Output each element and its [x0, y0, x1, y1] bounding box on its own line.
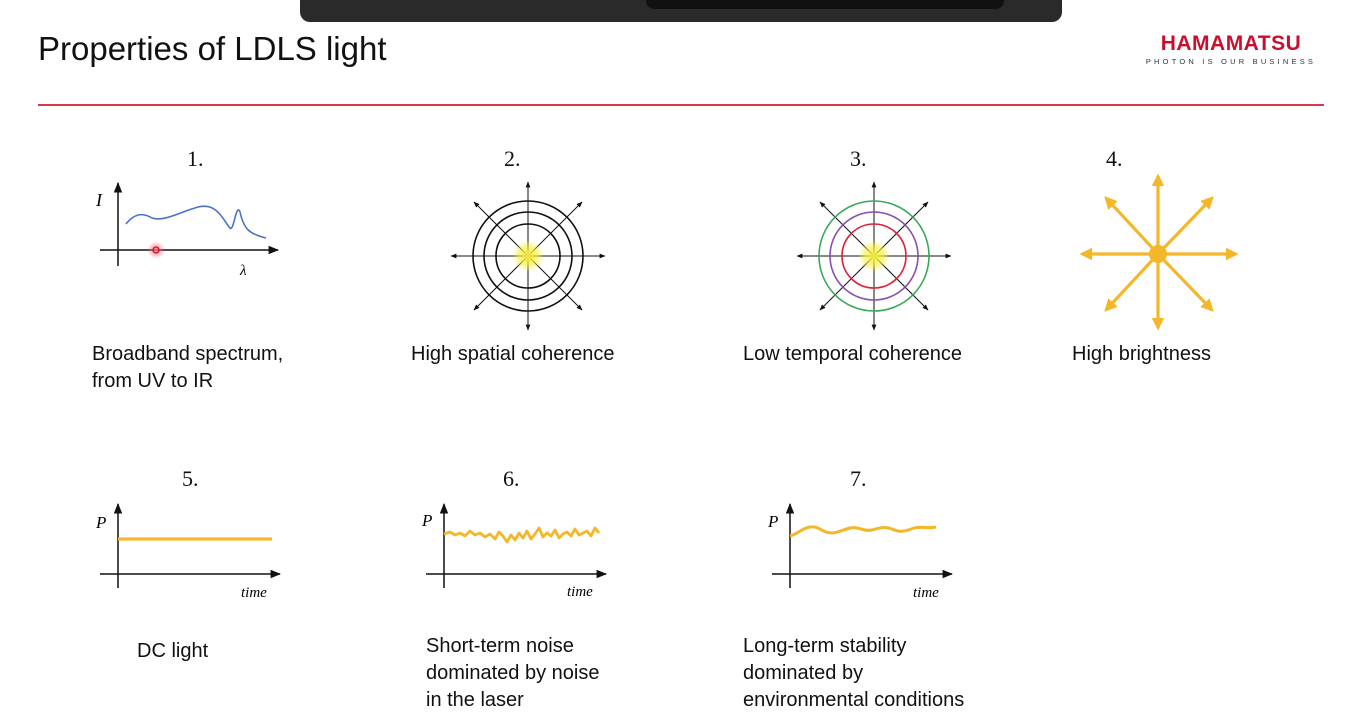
svg-text:P: P — [421, 511, 432, 530]
title-divider — [38, 104, 1324, 106]
property-number-3: 3. — [850, 146, 867, 171]
property-number-7: 7. — [850, 466, 867, 491]
short-term-noise-plot: P time — [421, 502, 608, 600]
caption-broadband: Broadband spectrum, from UV to IR — [92, 343, 284, 392]
property-number-5: 5. — [182, 466, 199, 491]
hamamatsu-logo: HAMAMATSU PHOTON IS OUR BUSINESS — [1138, 32, 1324, 66]
property-number-1: 1. — [187, 146, 204, 171]
spatial-coherence-diagram — [450, 181, 606, 331]
axis-label-x: λ — [239, 263, 247, 279]
spectrum-plot: I λ — [95, 181, 280, 279]
svg-text:P: P — [767, 512, 778, 531]
caption-long-term-stability: Long-term stability dominated by environ… — [743, 635, 965, 711]
axis-label-y: I — [95, 190, 103, 210]
svg-text:time: time — [913, 585, 939, 601]
property-number-2: 2. — [504, 146, 521, 171]
caption-short-term-noise: Short-term noise dominated by noise in t… — [426, 635, 600, 711]
share-bar-pill[interactable] — [646, 0, 1004, 9]
slide-title: Properties of LDLS light — [38, 30, 387, 67]
property-number-6: 6. — [503, 466, 520, 491]
svg-text:time: time — [567, 584, 593, 600]
svg-text:P: P — [95, 513, 106, 532]
stability-signal-line — [789, 525, 937, 538]
logo-tagline: PHOTON IS OUR BUSINESS — [1145, 57, 1317, 66]
spectrum-curve — [125, 205, 267, 239]
screen-share-bar[interactable] — [300, 0, 1062, 22]
glow-icon — [858, 240, 890, 272]
caption-dc-light: DC light — [137, 640, 209, 662]
svg-text:time: time — [241, 585, 267, 601]
caption-temporal-coherence: Low temporal coherence — [743, 343, 963, 365]
caption-brightness: High brightness — [1072, 343, 1211, 365]
dc-light-plot: P time — [95, 502, 282, 601]
noise-signal-line — [443, 526, 601, 544]
long-term-stability-plot: P time — [767, 502, 954, 601]
property-number-4: 4. — [1106, 146, 1123, 171]
logo-brand: HAMAMATSU — [1160, 32, 1302, 55]
brightness-burst-icon — [1079, 173, 1239, 331]
caption-spatial-coherence: High spatial coherence — [411, 343, 615, 365]
glow-icon — [512, 240, 544, 272]
cursor-highlight — [147, 241, 165, 259]
temporal-coherence-diagram — [796, 181, 952, 331]
